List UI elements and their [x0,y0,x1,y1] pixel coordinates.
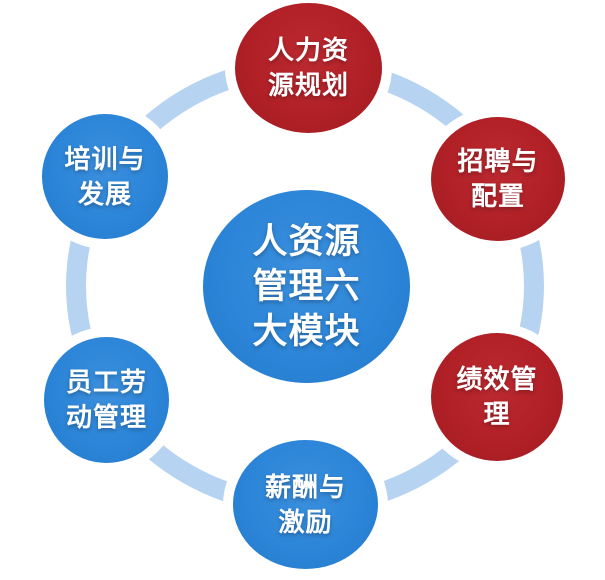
node-center-label: 人资源 管理六 大模块 [203,219,410,354]
label-line: 管理六 [252,267,361,306]
node-compensation-incentive-label: 薪酬与 激励 [233,470,378,540]
label-line: 发展 [77,178,132,209]
node-training-development-label: 培训与 发展 [42,142,168,212]
node-performance-management: 绩效管 理 [431,333,563,461]
label-line: 配置 [470,181,525,211]
node-hr-planning-label: 人力资 源规划 [235,33,382,103]
label-line: 招聘与 [457,146,539,176]
label-line: 培训与 [64,143,146,174]
node-recruitment-allocation-label: 招聘与 配置 [431,144,565,214]
node-training-development: 培训与 发展 [42,114,168,239]
label-line: 大模块 [252,312,361,351]
node-employee-labor-management-label: 员工劳 动管理 [44,365,169,435]
node-recruitment-allocation: 招聘与 配置 [431,117,565,241]
node-performance-management-label: 绩效管 理 [431,362,563,432]
label-line: 理 [483,399,511,429]
label-line: 动管理 [65,402,147,432]
node-compensation-incentive: 薪酬与 激励 [233,440,378,569]
node-hr-planning: 人力资 源规划 [235,3,382,133]
label-line: 源规划 [267,70,349,100]
label-line: 人资源 [252,222,361,261]
node-center-hr-six-modules: 人资源 管理六 大模块 [203,190,410,383]
label-line: 员工劳 [65,367,147,397]
node-employee-labor-management: 员工劳 动管理 [44,337,169,463]
label-line: 激励 [278,506,333,537]
label-line: 绩效管 [456,364,538,394]
label-line: 薪酬与 [264,471,346,502]
label-line: 人力资 [267,35,349,65]
